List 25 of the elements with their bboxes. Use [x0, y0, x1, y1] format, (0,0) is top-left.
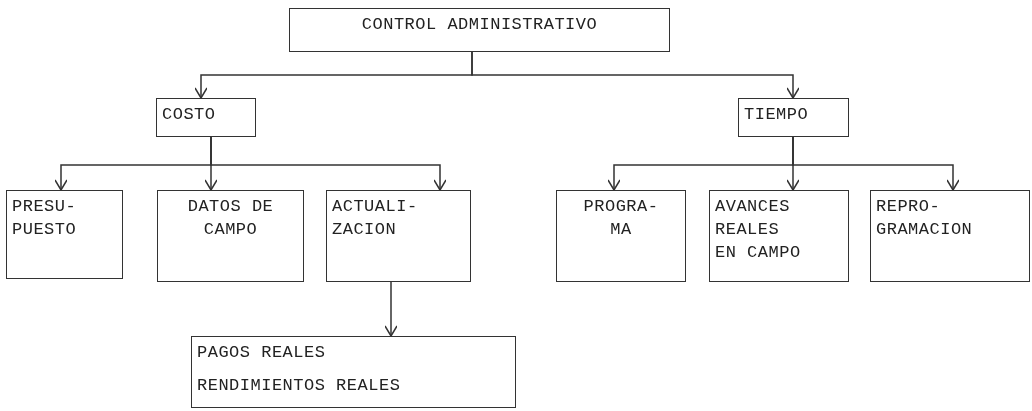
process-box — [326, 190, 471, 282]
process-box — [289, 8, 670, 52]
box-text: TIEMPO — [744, 104, 809, 126]
box-text: COSTO — [162, 104, 216, 126]
box-text: PRESU- PUESTO — [12, 196, 78, 241]
box-text: REPRO- GRAMACION — [876, 196, 974, 241]
box-text: RENDIMIENTOS REALES — [197, 374, 401, 397]
arrow — [792, 136, 960, 191]
process-box — [191, 336, 516, 408]
box-text: DATOS DE CAMPO — [186, 196, 275, 241]
arrow — [471, 51, 800, 99]
process-box — [709, 190, 849, 282]
arrow — [384, 281, 398, 337]
box-text: PAGOS REALES — [197, 342, 326, 364]
process-box — [870, 190, 1030, 282]
process-box — [157, 190, 304, 282]
box-text: ACTUALI- ZACION — [332, 196, 419, 241]
box-text: PROGRA- MA — [582, 196, 660, 241]
arrow — [210, 136, 447, 191]
process-box — [156, 98, 256, 137]
box-text: CONTROL ADMINISTRATIVO — [361, 14, 598, 36]
process-box — [556, 190, 686, 282]
box-text: AVANCES REALES EN CAMPO — [715, 196, 802, 264]
process-box — [6, 190, 123, 279]
process-box — [738, 98, 849, 137]
